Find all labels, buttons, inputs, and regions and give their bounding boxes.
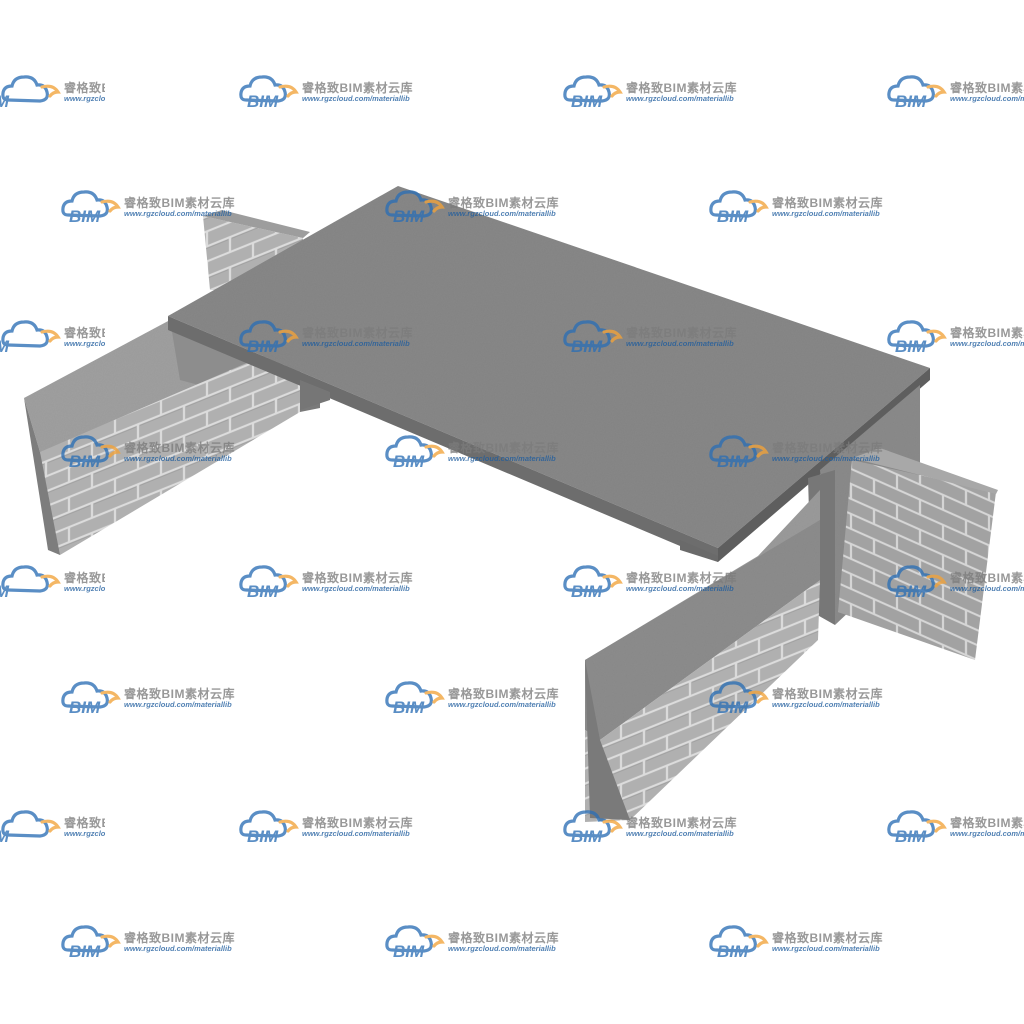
right-brick-block	[838, 448, 998, 660]
front-wall	[585, 490, 820, 822]
